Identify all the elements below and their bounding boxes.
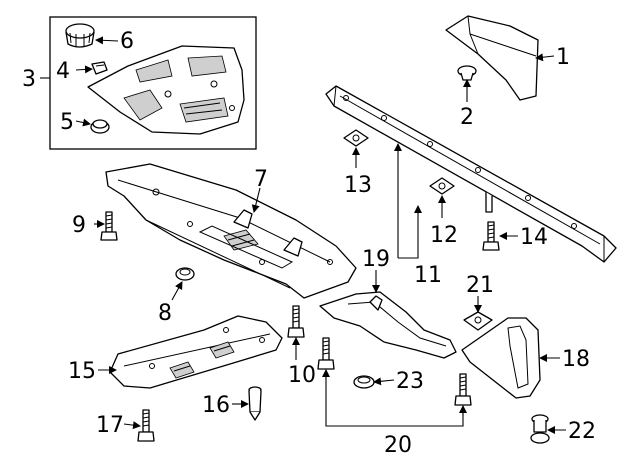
part-16-stud [248,386,262,421]
callout-7: 7 [254,167,268,192]
callout-numbers: 1 2 3 4 5 6 7 8 9 10 11 12 13 14 15 16 1… [22,29,596,458]
part-9-bolt [100,211,118,241]
callout-18: 18 [562,347,590,372]
callout-23: 23 [396,369,424,394]
part-18-bracket [461,317,541,399]
part-17-bolt [137,409,155,442]
part-6-cap [65,23,95,48]
callout-6: 6 [120,29,134,54]
inset-box [49,16,257,150]
inset-shield-panel [87,45,245,135]
part-13-nut [343,129,369,147]
part-20-bolt-left [317,337,335,370]
part-2-pin [457,65,477,81]
part-4-clip [91,61,108,75]
callout-1: 1 [556,45,570,70]
callout-14: 14 [520,225,548,250]
callout-11: 11 [414,263,442,288]
callout-4: 4 [56,59,70,84]
callout-12: 12 [430,223,458,248]
callout-5: 5 [60,110,74,135]
part-22-plug [530,414,550,444]
long-rail [325,85,617,263]
callout-2: 2 [460,105,474,130]
callout-13: 13 [344,173,372,198]
callout-16: 16 [202,393,230,418]
part-8-pin [175,267,195,281]
callout-22: 22 [568,419,596,444]
callout-10: 10 [288,363,316,388]
callout-8: 8 [158,301,172,326]
callout-19: 19 [362,247,390,272]
part-1-bracket [445,15,539,101]
part-5-nut [90,119,110,134]
leader-lines [75,36,566,434]
part-23-pin [353,375,375,389]
part-15-shield [109,315,283,389]
callout-17: 17 [96,413,124,438]
callout-9: 9 [72,213,86,238]
part-19-bracket [319,291,457,359]
part-21-nut [463,311,493,331]
part-7-shield [105,163,357,299]
callout-21: 21 [466,273,494,298]
callout-20: 20 [384,433,412,458]
part-10-bolt [287,305,305,338]
part-12-nut [429,177,455,195]
part-14-bolt [482,221,500,251]
part-20-bolt-right [454,373,472,406]
callout-3: 3 [22,67,36,92]
callout-15: 15 [68,359,96,384]
